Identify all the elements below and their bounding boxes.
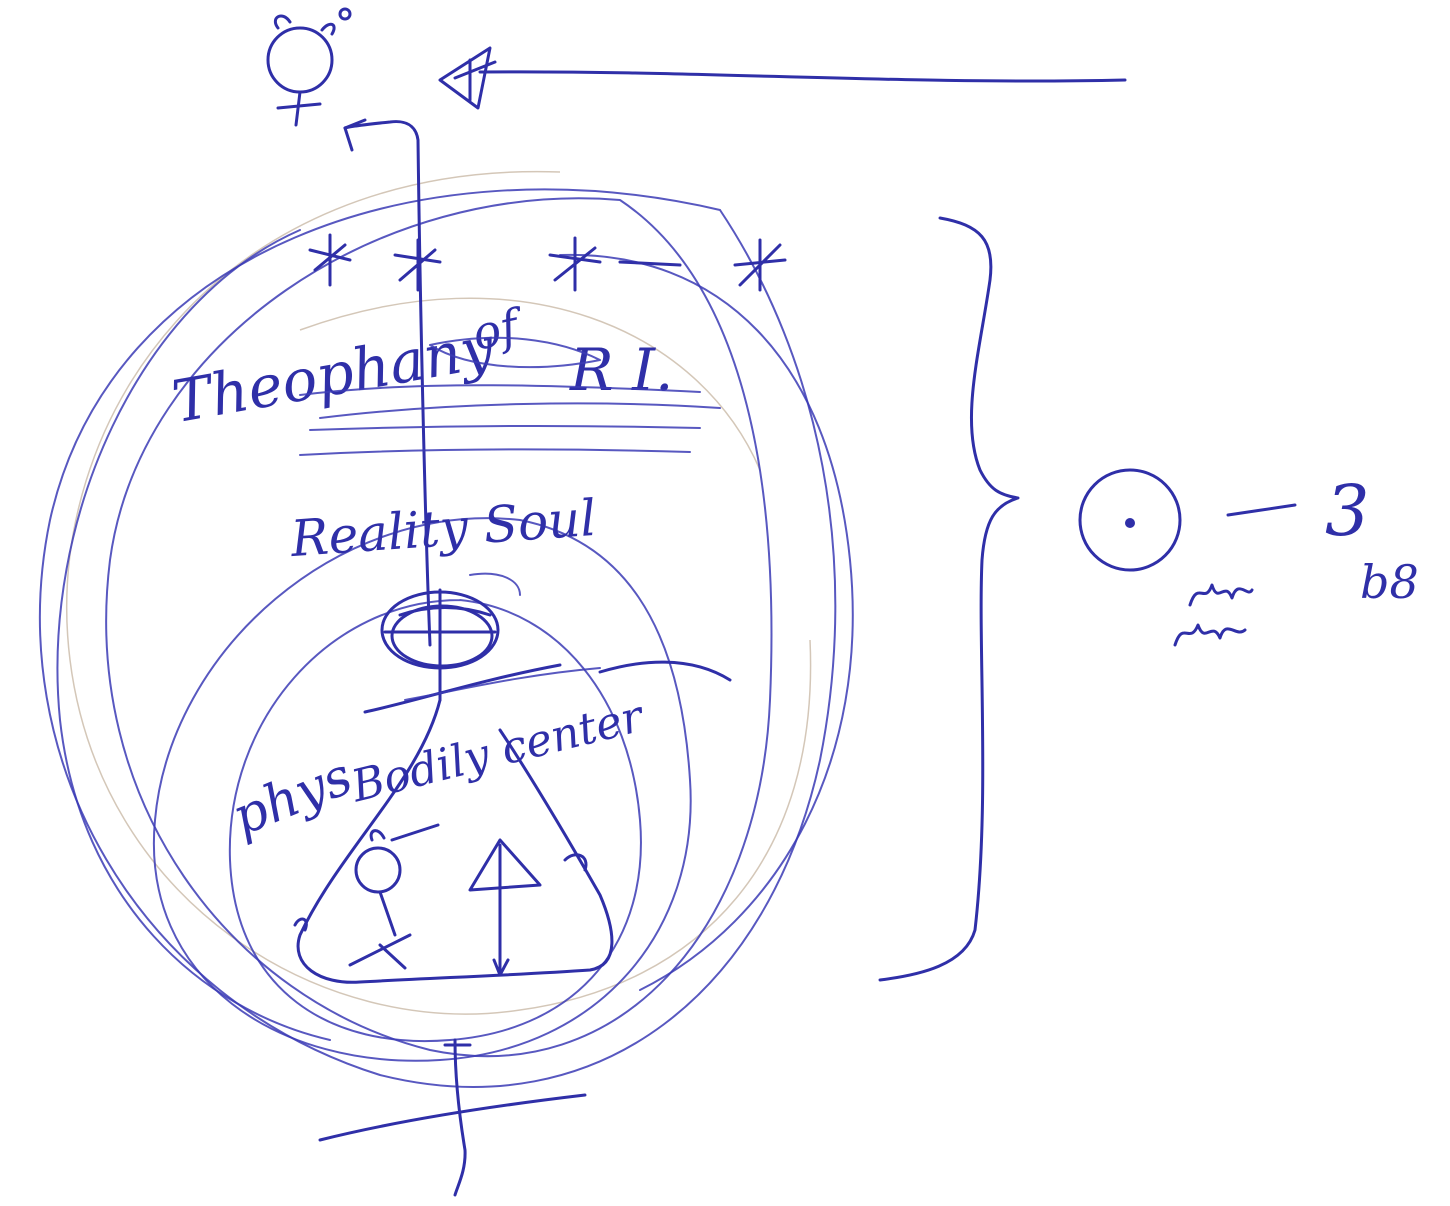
label-theophany: Theophany [167, 313, 500, 437]
triangle-icon [470, 840, 540, 975]
label-of: of [468, 297, 530, 361]
cross-icon [320, 1040, 585, 1195]
curly-bracket [880, 218, 1018, 980]
connector-dash [1228, 505, 1295, 515]
label-three: 3 [1325, 470, 1370, 552]
sun-symbol-icon [1080, 470, 1180, 570]
wavy-marks [1175, 585, 1252, 645]
label-b8: b8 [1360, 555, 1419, 609]
triangle-arrow-icon [440, 48, 1125, 108]
label-reality-soul: Reality Soul [288, 489, 598, 568]
stars-row [310, 235, 785, 290]
phys-scribbles [365, 662, 730, 712]
label-ri: R I. [569, 336, 673, 404]
mercury-icon [268, 9, 350, 125]
female-figure-icon [350, 825, 438, 968]
